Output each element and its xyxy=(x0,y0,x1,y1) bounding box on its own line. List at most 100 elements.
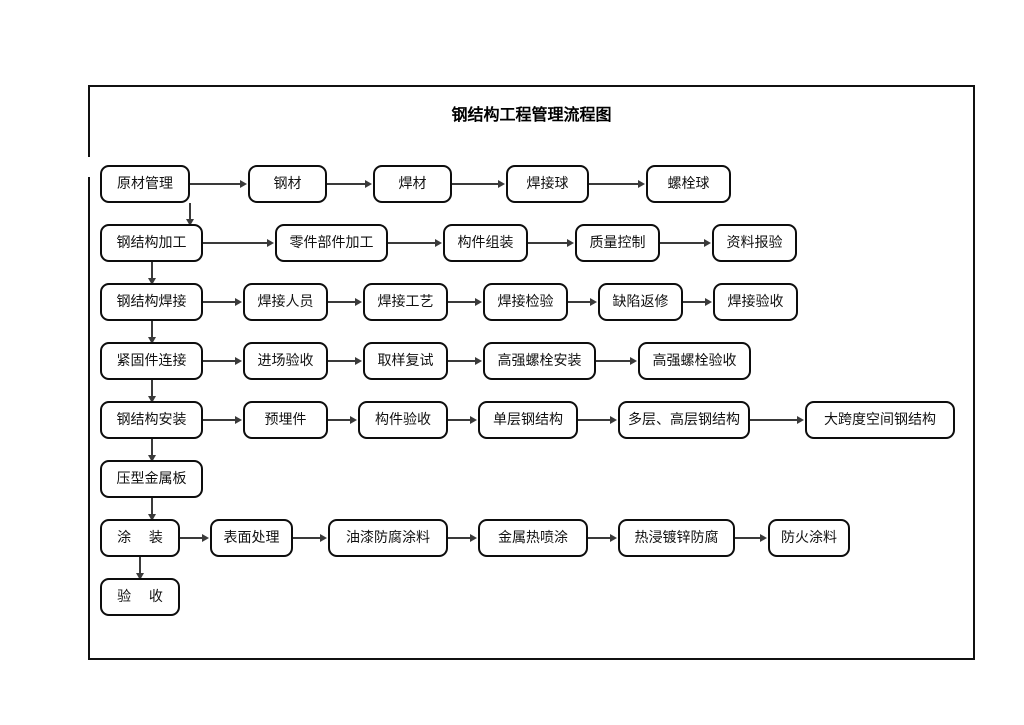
node-fabrication-step-2[interactable]: 构件组装 xyxy=(443,224,528,262)
node-metal-deck-stage[interactable]: 压型金属板 xyxy=(100,460,203,498)
document-frame xyxy=(88,85,975,660)
node-coating-step-2[interactable]: 油漆防腐涂料 xyxy=(328,519,448,557)
node-coating-step-4[interactable]: 热浸镀锌防腐 xyxy=(618,519,735,557)
node-welding-step-1[interactable]: 焊接人员 xyxy=(243,283,328,321)
arrowhead-r1-3 xyxy=(638,180,645,188)
node-raw-material-step-1[interactable]: 钢材 xyxy=(248,165,327,203)
arrowhead-r1-2 xyxy=(498,180,505,188)
connector-r4-3 xyxy=(596,360,630,362)
arrowhead-r4-2 xyxy=(475,357,482,365)
arrowhead-r5-3 xyxy=(610,416,617,424)
node-acceptance-stage[interactable]: 验 收 xyxy=(100,578,180,616)
connector-r3-4 xyxy=(683,301,705,303)
connector-r5-0 xyxy=(203,419,235,421)
arrowhead-r1-0 xyxy=(240,180,247,188)
node-coating-step-1[interactable]: 表面处理 xyxy=(210,519,293,557)
node-welding-step-2[interactable]: 焊接工艺 xyxy=(363,283,448,321)
arrowhead-r5-0 xyxy=(235,416,242,424)
arrowhead-r4-1 xyxy=(355,357,362,365)
arrowhead-r7-1 xyxy=(320,534,327,542)
arrowhead-r4-3 xyxy=(630,357,637,365)
arrowhead-r7-3 xyxy=(610,534,617,542)
node-raw-material-step-4[interactable]: 螺栓球 xyxy=(646,165,731,203)
connector-r5-4 xyxy=(750,419,797,421)
node-fastener-step-4[interactable]: 高强螺栓验收 xyxy=(638,342,751,380)
connector-r4-0 xyxy=(203,360,235,362)
arrowhead-r2-2 xyxy=(567,239,574,247)
arrowhead-r5-2 xyxy=(470,416,477,424)
connector-r7-2 xyxy=(448,537,470,539)
connector-r7-1 xyxy=(293,537,320,539)
arrowhead-r1-1 xyxy=(365,180,372,188)
connector-v-fabrication-to-welding xyxy=(151,262,153,278)
connector-r2-1 xyxy=(388,242,435,244)
node-fabrication-step-4[interactable]: 资料报验 xyxy=(712,224,797,262)
arrowhead-r3-1 xyxy=(355,298,362,306)
node-coating-step-3[interactable]: 金属热喷涂 xyxy=(478,519,588,557)
connector-r7-0 xyxy=(180,537,202,539)
connector-r3-3 xyxy=(568,301,590,303)
connector-r4-2 xyxy=(448,360,475,362)
connector-v-deck-to-coating xyxy=(151,498,153,514)
arrowhead-v-fastener-to-erection xyxy=(148,396,156,403)
node-erection-step-3[interactable]: 单层钢结构 xyxy=(478,401,578,439)
connector-r1-0 xyxy=(190,183,240,185)
connector-r7-3 xyxy=(588,537,610,539)
node-raw-material-stage[interactable]: 原材管理 xyxy=(100,165,190,203)
connector-r1-2 xyxy=(452,183,498,185)
connector-r2-2 xyxy=(528,242,567,244)
node-fastener-step-2[interactable]: 取样复试 xyxy=(363,342,448,380)
arrowhead-r3-4 xyxy=(705,298,712,306)
node-erection-step-5[interactable]: 大跨度空间钢结构 xyxy=(805,401,955,439)
node-fabrication-stage[interactable]: 钢结构加工 xyxy=(100,224,203,262)
arrowhead-r2-1 xyxy=(435,239,442,247)
node-welding-stage[interactable]: 钢结构焊接 xyxy=(100,283,203,321)
connector-r3-2 xyxy=(448,301,475,303)
node-coating-step-5[interactable]: 防火涂料 xyxy=(768,519,850,557)
node-erection-step-2[interactable]: 构件验收 xyxy=(358,401,448,439)
node-welding-step-4[interactable]: 缺陷返修 xyxy=(598,283,683,321)
connector-r1-3 xyxy=(589,183,638,185)
connector-v-welding-to-fastener xyxy=(151,321,153,337)
arrowhead-v-welding-to-fastener xyxy=(148,337,156,344)
connector-r4-1 xyxy=(328,360,355,362)
arrowhead-r7-4 xyxy=(760,534,767,542)
connector-r5-2 xyxy=(448,419,470,421)
arrowhead-v-fabrication-to-welding xyxy=(148,278,156,285)
arrowhead-r3-3 xyxy=(590,298,597,306)
arrowhead-v-deck-to-coating xyxy=(148,514,156,521)
arrowhead-r3-0 xyxy=(235,298,242,306)
connector-r7-4 xyxy=(735,537,760,539)
connector-r2-0 xyxy=(203,242,267,244)
connector-v-coating-to-acceptance xyxy=(139,557,141,573)
connector-r5-3 xyxy=(578,419,610,421)
node-welding-step-5[interactable]: 焊接验收 xyxy=(713,283,798,321)
arrowhead-r7-0 xyxy=(202,534,209,542)
node-erection-step-4[interactable]: 多层、高层钢结构 xyxy=(618,401,750,439)
node-erection-stage[interactable]: 钢结构安装 xyxy=(100,401,203,439)
node-fabrication-step-1[interactable]: 零件部件加工 xyxy=(275,224,388,262)
node-welding-step-3[interactable]: 焊接检验 xyxy=(483,283,568,321)
connector-r2-3 xyxy=(660,242,704,244)
node-fabrication-step-3[interactable]: 质量控制 xyxy=(575,224,660,262)
connector-r3-1 xyxy=(328,301,355,303)
node-fastener-step-1[interactable]: 进场验收 xyxy=(243,342,328,380)
node-coating-stage[interactable]: 涂 装 xyxy=(100,519,180,557)
arrowhead-r5-4 xyxy=(797,416,804,424)
node-fastener-stage[interactable]: 紧固件连接 xyxy=(100,342,203,380)
arrowhead-r5-1 xyxy=(350,416,357,424)
arrowhead-r4-0 xyxy=(235,357,242,365)
frame-edge-gap xyxy=(86,157,92,177)
connector-r5-1 xyxy=(328,419,350,421)
page-title: 钢结构工程管理流程图 xyxy=(451,105,612,124)
arrowhead-r2-0 xyxy=(267,239,274,247)
connector-v-raw-to-fabrication xyxy=(189,203,191,219)
node-fastener-step-3[interactable]: 高强螺栓安装 xyxy=(483,342,596,380)
node-raw-material-step-3[interactable]: 焊接球 xyxy=(506,165,589,203)
node-erection-step-1[interactable]: 预埋件 xyxy=(243,401,328,439)
arrowhead-r2-3 xyxy=(704,239,711,247)
node-raw-material-step-2[interactable]: 焊材 xyxy=(373,165,452,203)
arrowhead-r7-2 xyxy=(470,534,477,542)
connector-v-erection-to-deck xyxy=(151,439,153,455)
